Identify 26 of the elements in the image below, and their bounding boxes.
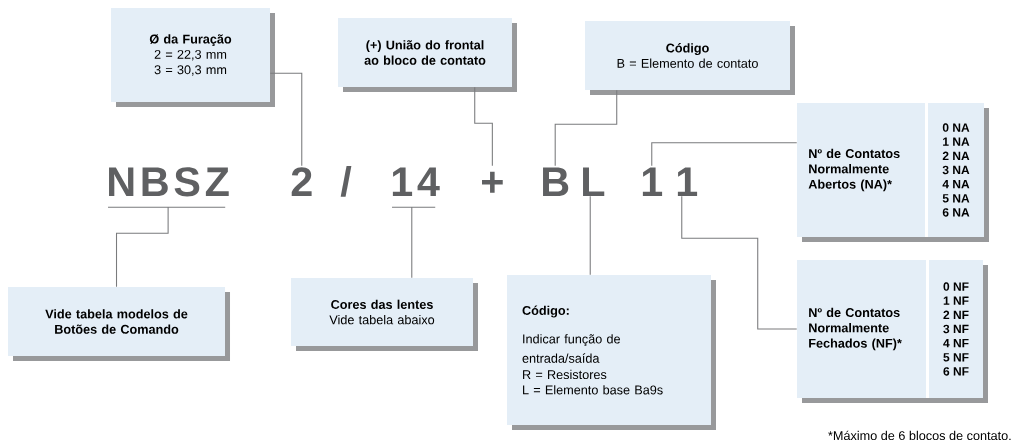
leader-line — [107, 206, 226, 288]
code-character: + — [482, 171, 503, 193]
leader-line — [474, 86, 493, 167]
leader-line — [269, 72, 303, 167]
label-box: Vide tabela modelos de Botões de Comando — [8, 287, 230, 361]
code-character: L — [583, 167, 605, 196]
leader-line — [651, 142, 798, 167]
label-box: Nº de Contatos Normalmente Abertos (NA)* 0 NA 1 NA 2 NA 3 NA 4 NA 5 NA 6 NA — [797, 103, 989, 242]
leader-line — [589, 195, 591, 276]
footnote: *Máximo de 6 blocos de contato. — [828, 430, 1011, 441]
code-character: 1 — [677, 167, 698, 196]
label-box: Código B = Elemento de contato — [585, 21, 795, 95]
label-box: Nº de Contatos Normalmente Fechados (NF)* 0 NF 1 NF 2 NF 3 NF 4 NF 5 NF 6 NF — [797, 260, 988, 403]
leader-line — [554, 89, 618, 167]
label-box: Cores das lentes Vide tabela abaixo — [291, 278, 478, 351]
code-character: 14 — [392, 167, 440, 196]
label-box: (+) União do frontal ao bloco de contato — [338, 18, 517, 92]
code-character: 2 — [291, 167, 312, 196]
leader-line — [391, 206, 436, 279]
code-character: NBSZ — [109, 167, 229, 197]
leader-line — [681, 195, 798, 330]
code-character: / — [340, 166, 352, 197]
label-box: Código: Indicar função de entrada/saída R = Resistores L = Elemento base Ba9s — [507, 275, 716, 430]
code-character: B — [543, 167, 569, 196]
code-character: 1 — [642, 167, 663, 196]
label-box: Ø da Furação 2 = 22,3 mm 3 = 30,3 mm — [111, 8, 275, 107]
